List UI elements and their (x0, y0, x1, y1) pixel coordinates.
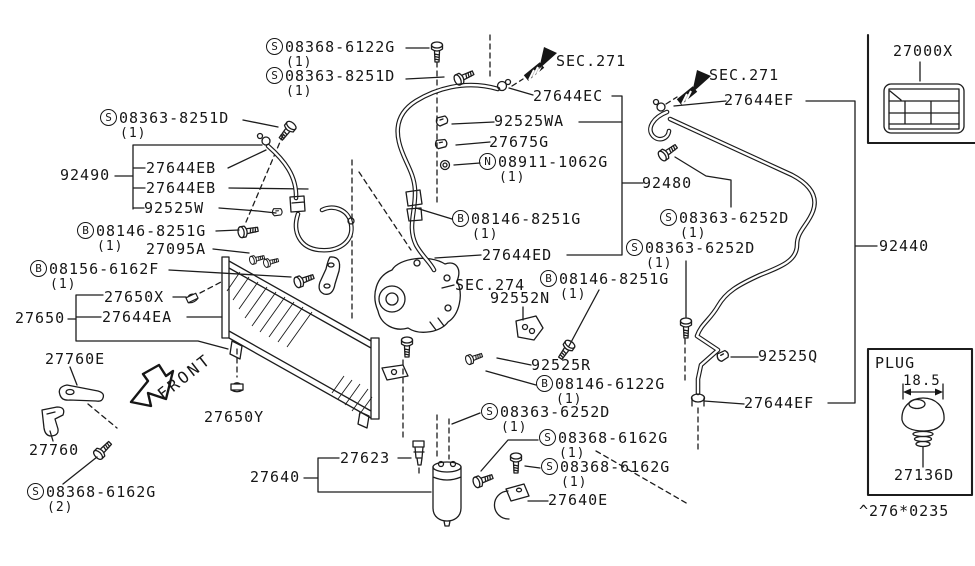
circle-b-prefix: B (77, 222, 94, 239)
part-label-27640E: 27640E (548, 491, 609, 509)
pressure-switch (412, 440, 425, 466)
circle-s-prefix: S (266, 67, 283, 84)
plug-title: PLUG (875, 354, 916, 372)
sec271-label-right: SEC.271 (709, 66, 780, 84)
qty: (1) (646, 256, 673, 271)
part-label-27623: 27623 (340, 449, 391, 467)
part-label-92525W: 92525W (144, 199, 205, 217)
qty: (1) (680, 226, 707, 241)
plug-dimension: 18.5 (903, 373, 941, 389)
part-label-27644EA: 27644EA (102, 308, 173, 326)
qty: (1) (50, 277, 77, 292)
part-label-27000X: 27000X (893, 42, 954, 60)
sec271-label-top: SEC.271 (556, 52, 627, 70)
circle-s-prefix: S (100, 109, 117, 126)
brackets-and-clips (41, 115, 730, 437)
circle-b-prefix: B (30, 260, 47, 277)
plug-inset (866, 347, 974, 497)
circle-s-prefix: S (27, 483, 44, 500)
compressor (374, 257, 461, 333)
qty: (1) (559, 446, 586, 461)
qty: (1) (561, 475, 588, 490)
part-label-27640: 27640 (250, 468, 301, 486)
part-label-27644ED: 27644ED (482, 246, 553, 264)
sec271-arrow-right (676, 70, 711, 105)
qty: (1) (556, 392, 583, 407)
part-label-92552N: 92552N (490, 289, 551, 307)
circle-s-prefix: S (626, 239, 643, 256)
part-label-27760E: 27760E (45, 350, 106, 368)
qty: (1) (120, 126, 147, 141)
part-label-92480: 92480 (642, 174, 693, 192)
drier-clamp-bracket (493, 483, 530, 520)
circle-s-prefix: S (481, 403, 498, 420)
receiver-drier (432, 460, 462, 527)
part-label-92525Q: 92525Q (758, 347, 819, 365)
part-label-27644EC: 27644EC (533, 87, 604, 105)
circle-s-prefix: S (660, 209, 677, 226)
part-label-27644EF-bottom: 27644EF (744, 394, 815, 412)
part-label-27675G: 27675G (489, 133, 550, 151)
part-label-27650: 27650 (15, 309, 66, 327)
label-sticker-inset (866, 33, 975, 145)
circle-s-prefix: S (541, 458, 558, 475)
rear-cooler-pipe (648, 98, 817, 407)
condenser (221, 256, 380, 429)
part-label-27650Y: 27650Y (204, 408, 265, 426)
part-label-27760: 27760 (29, 441, 80, 459)
part-label-92525R: 92525R (531, 356, 592, 374)
part-label-27136D: 27136D (894, 466, 955, 484)
diagram-footer-code: ^276*0235 (859, 502, 950, 520)
qty: (1) (97, 239, 124, 254)
qty: (1) (472, 227, 499, 242)
dashed-lines (87, 34, 699, 505)
part-label-92490: 92490 (60, 166, 111, 184)
circle-b-prefix: B (536, 375, 553, 392)
part-label-27095A: 27095A (146, 240, 207, 258)
front-arrow (129, 363, 175, 408)
qty: (1) (501, 420, 528, 435)
circle-s-prefix: S (539, 429, 556, 446)
part-label-27644EB-1: 27644EB (146, 159, 217, 177)
qty: (1) (286, 84, 313, 99)
qty: (2) (47, 500, 74, 515)
sec271-arrow-top (523, 47, 557, 81)
part-label-92525WA: 92525WA (494, 112, 565, 130)
circle-b-prefix: B (540, 270, 557, 287)
qty: (1) (499, 170, 526, 185)
circle-b-prefix: B (452, 210, 469, 227)
leader-lines (49, 47, 921, 502)
part-label-92440: 92440 (879, 237, 930, 255)
part-label-27644EF-top: 27644EF (724, 91, 795, 109)
qty: (1) (560, 287, 587, 302)
circle-s-prefix: S (266, 38, 283, 55)
sec274-label: SEC.274 (455, 276, 526, 294)
part-label-27650X: 27650X (104, 288, 165, 306)
part-label-27644EB-2: 27644EB (146, 179, 217, 197)
liquid-tank-hoses (256, 132, 355, 253)
qty: (1) (286, 55, 313, 70)
circle-n-prefix: N (479, 153, 496, 170)
discharge-hose (395, 78, 512, 273)
